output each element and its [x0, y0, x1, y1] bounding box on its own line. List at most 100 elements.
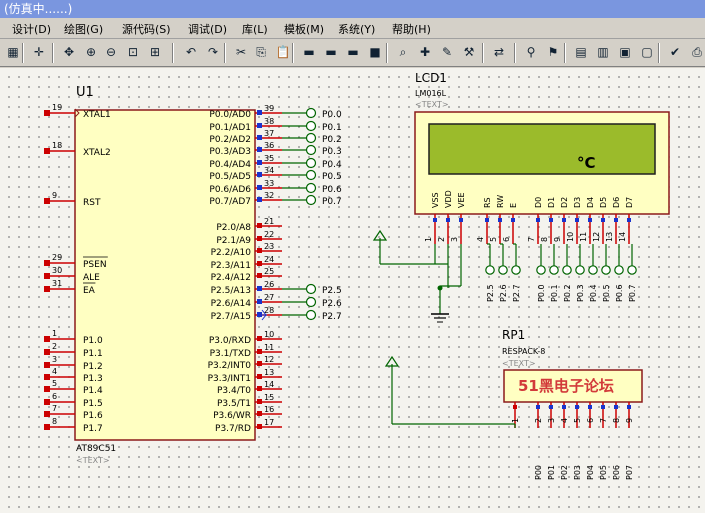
block-rotate-icon[interactable]: ▬ [347, 45, 359, 59]
lcd-terminal-P2.5[interactable] [485, 265, 495, 275]
zoom-all-icon[interactable]: ⊡ [127, 45, 139, 59]
terminal-P2.7[interactable] [305, 309, 317, 321]
decompose-icon[interactable]: ⚒ [463, 45, 475, 59]
toolbar-separator [52, 43, 54, 63]
lcd-pin-name-D5: D5 [599, 197, 608, 208]
menu-source[interactable]: 源代码(S) [122, 23, 171, 36]
toolbar: ▦ ✛ ✥ ⊕ ⊖ ⊡ ⊞ ↶ ↷ ✂ ⎘ 📋 ▬ ▬ ▬ ■ ⌕ ✚ ✎ ⚒ ⇄ ⚲ ⚑ ▤ ▥ ▣ ▢ ✔ ⎙ [0, 39, 705, 67]
lcd-terminal-P0.1[interactable] [549, 265, 559, 275]
u1-pin-num-12: 12 [264, 355, 274, 364]
toolbar-separator [224, 43, 226, 63]
terminal-P0.4[interactable] [305, 157, 317, 169]
zoom-area-icon[interactable]: ⊞ [149, 45, 161, 59]
pin-state-marker [627, 405, 631, 409]
menu-template[interactable]: 模板(M) [284, 23, 325, 36]
terminal-P0.1[interactable] [305, 120, 317, 132]
lcd-net-label-P0.4: P0.4 [589, 284, 598, 302]
rp1-pin-num-2: 2 [534, 418, 543, 423]
pin-state-marker [511, 218, 515, 222]
terminal-P0.5[interactable] [305, 169, 317, 181]
bill-icon[interactable]: ▢ [641, 45, 653, 59]
make-device-icon[interactable]: ✚ [419, 45, 431, 59]
rp1-net-label-P00: P00 [534, 465, 543, 480]
terminal-P0.3[interactable] [305, 144, 317, 156]
pin-state-marker [562, 218, 566, 222]
lcd-pin-num-8: 8 [540, 237, 549, 242]
rp1-net-label-P02: P02 [560, 465, 569, 480]
remove-sheet-icon[interactable]: ▥ [597, 45, 609, 59]
redo-icon[interactable]: ↷ [207, 45, 219, 59]
u1-pin-num-2: 2 [52, 342, 57, 351]
terminal-P0.6[interactable] [305, 182, 317, 194]
lcd-part-label: LM016L [415, 89, 447, 98]
lcd-terminal-P0.7[interactable] [627, 265, 637, 275]
lcd-terminal-P2.6[interactable] [498, 265, 508, 275]
menu-graph[interactable]: 绘图(G) [64, 23, 104, 36]
menu-debug[interactable]: 调试(D) [188, 23, 228, 36]
pick-icon[interactable]: ⌕ [399, 44, 407, 59]
rp1-net-label-P07: P07 [625, 465, 634, 480]
zoom-in-icon[interactable]: ⊕ [85, 45, 97, 59]
pin-state-marker [257, 261, 262, 266]
u1-pin-name-13: P3.3/INT1 [208, 374, 251, 384]
rp1-body[interactable] [503, 369, 643, 403]
undo-icon[interactable]: ↶ [185, 45, 197, 59]
terminal-P2.5[interactable] [305, 283, 317, 295]
new-sheet-icon[interactable]: ▤ [575, 45, 587, 59]
u1-ref-label: U1 [76, 85, 94, 100]
u1-pin-num-30: 30 [52, 266, 62, 275]
menu-library[interactable]: 库(L) [242, 23, 268, 36]
toolbar-separator [292, 43, 294, 63]
pin-state-marker [257, 374, 262, 379]
paste-icon[interactable]: 📋 [275, 45, 291, 59]
menu-design[interactable]: 设计(D) [12, 23, 52, 36]
grid-icon[interactable]: ▦ [7, 45, 19, 59]
lcd-terminal-P0.0[interactable] [536, 265, 546, 275]
toolbar-separator [482, 43, 484, 63]
netlist-icon[interactable]: ▣ [619, 45, 631, 59]
pin-state-marker [627, 218, 631, 222]
lcd-pin-num-4: 4 [476, 237, 485, 242]
toolbar-separator [172, 43, 174, 63]
terminal-P0.0[interactable] [305, 107, 317, 119]
search-tag-icon[interactable]: ⚲ [526, 45, 536, 59]
menu-help[interactable]: 帮助(H) [392, 23, 431, 36]
block-move-icon[interactable]: ▬ [325, 45, 337, 59]
block-copy-icon[interactable]: ▬ [303, 45, 315, 59]
menu-system[interactable]: 系统(Y) [338, 23, 376, 36]
lcd-terminal-P2.7[interactable] [511, 265, 521, 275]
terminal-P2.6[interactable] [305, 296, 317, 308]
net-label-P0.6: P0.6 [322, 185, 342, 195]
lcd-terminal-P0.2[interactable] [562, 265, 572, 275]
block-delete-icon[interactable]: ■ [369, 45, 381, 59]
lcd-terminal-P0.5[interactable] [601, 265, 611, 275]
pin-marker-red [44, 273, 50, 279]
lcd-pin-name-D3: D3 [573, 197, 582, 208]
pin-marker-red [44, 362, 50, 368]
copy-icon[interactable]: ⎘ [256, 44, 266, 59]
pan-icon[interactable]: ✥ [63, 45, 75, 59]
lcd-terminal-P0.6[interactable] [614, 265, 624, 275]
cut-icon[interactable]: ✂ [235, 45, 247, 59]
u1-pin-name-39: P0.0/AD0 [209, 110, 251, 120]
export-icon[interactable]: ⎙ [692, 44, 702, 59]
zoom-out-icon[interactable]: ⊖ [105, 45, 117, 59]
lcd-pin-num-9: 9 [553, 237, 562, 242]
u1-pin-name-25: P2.4/A12 [211, 273, 251, 283]
property-assign-icon[interactable]: ⚑ [547, 45, 559, 59]
terminal-P0.2[interactable] [305, 132, 317, 144]
u1-body[interactable] [74, 109, 256, 441]
lcd-pin-num-6: 6 [502, 237, 511, 242]
lcd-pin-num-7: 7 [527, 237, 536, 242]
lcd-terminal-P0.4[interactable] [588, 265, 598, 275]
lcd-terminal-P0.3[interactable] [575, 265, 585, 275]
electrical-check-icon[interactable]: ✔ [669, 45, 681, 59]
terminal-P0.7[interactable] [305, 194, 317, 206]
lcd-net-label-P0.0: P0.0 [537, 284, 546, 302]
pin-marker-red [44, 374, 50, 380]
u1-pin-name-38: P0.1/AD1 [209, 123, 251, 133]
wire-autorouter-icon[interactable]: ⇄ [493, 45, 505, 59]
package-icon[interactable]: ✎ [441, 45, 453, 59]
origin-icon[interactable]: ✛ [33, 45, 45, 59]
